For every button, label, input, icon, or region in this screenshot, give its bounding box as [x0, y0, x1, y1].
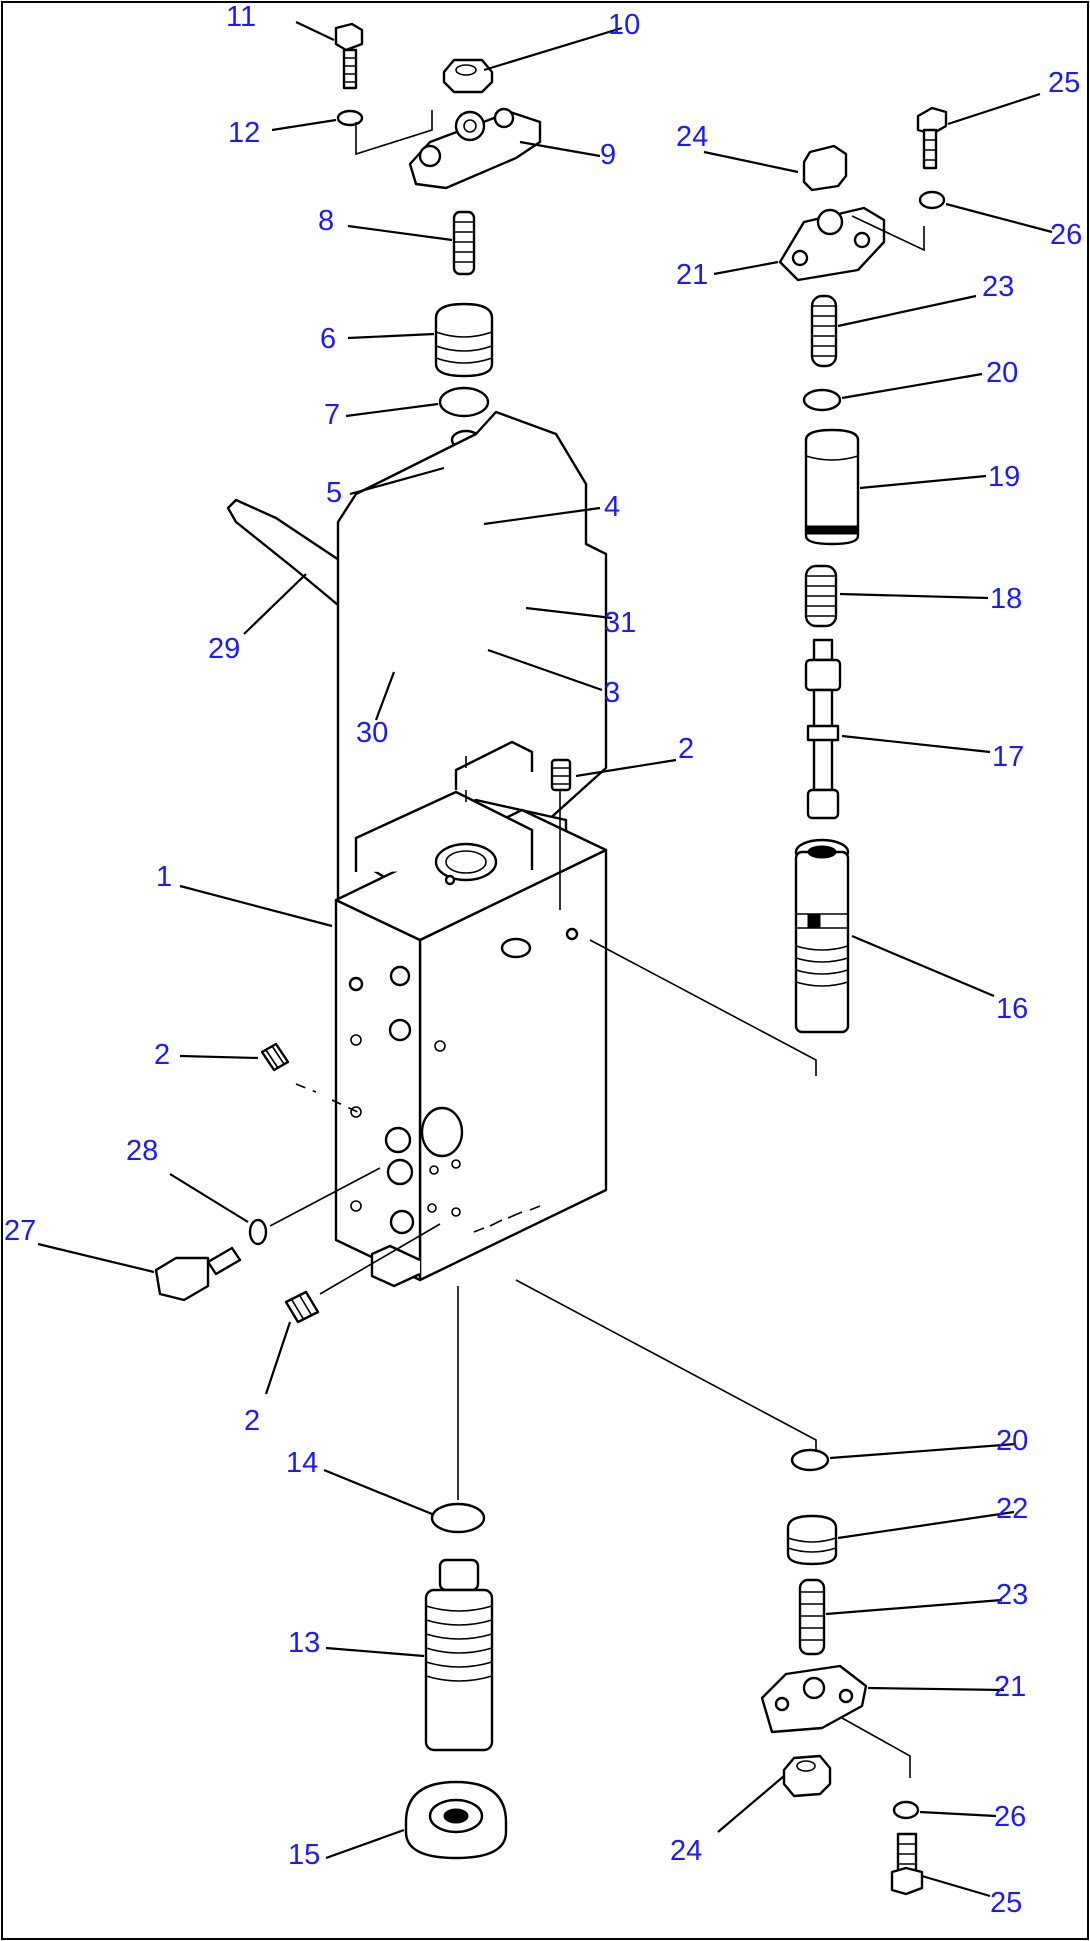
part-cover-plate-9: [408, 107, 542, 190]
part-cover-21-top: [778, 206, 925, 282]
callout-31: 31: [604, 607, 636, 639]
part-plug-27: [154, 1246, 242, 1302]
callout-20-top: 20: [986, 357, 1018, 389]
part-bolt-25-bottom: [890, 1832, 924, 1896]
part-nut-24-bottom: [782, 1754, 832, 1798]
part-valve-body-1: [334, 410, 608, 1288]
part-nut-15: [404, 1780, 508, 1860]
callout-21-top: 21: [676, 259, 708, 291]
callout-2-left: 2: [154, 1039, 170, 1071]
callout-25-bottom: 25: [990, 1887, 1022, 1919]
part-spool-17: [804, 638, 842, 820]
part-bolt-25-top: [916, 106, 948, 170]
callout-12: 12: [228, 117, 260, 149]
guide-line-right-bottom: [515, 1279, 817, 1452]
part-plug-2-top: [550, 758, 572, 792]
part-washer-26-bottom: [892, 1800, 920, 1820]
callout-11: 11: [226, 1, 256, 33]
part-bolt-11: [334, 22, 364, 90]
callout-21-bottom: 21: [994, 1671, 1026, 1703]
callout-1: 1: [156, 861, 172, 893]
callout-5: 5: [326, 477, 342, 509]
callout-17: 17: [992, 741, 1024, 773]
guide-line-left-plug: [295, 1083, 363, 1115]
callout-23-top: 23: [982, 271, 1014, 303]
part-spring-23-top: [810, 294, 838, 368]
callout-27: 27: [4, 1215, 36, 1247]
callout-10: 10: [608, 9, 640, 41]
callout-24-top: 24: [676, 121, 708, 153]
part-washer-26-top: [918, 190, 946, 210]
part-spring-23-bottom: [798, 1578, 826, 1656]
callout-4: 4: [604, 491, 620, 523]
callout-22: 22: [996, 1493, 1028, 1525]
part-o-ring-28: [248, 1218, 268, 1246]
part-sleeve-19: [804, 428, 860, 546]
part-o-ring-14: [430, 1502, 486, 1534]
part-o-ring-20-top: [802, 388, 842, 412]
callout-30: 30: [356, 717, 388, 749]
callout-13: 13: [288, 1627, 320, 1659]
callout-24-bottom: 24: [670, 1835, 702, 1867]
part-cover-21-bottom: [760, 1664, 911, 1778]
callout-6: 6: [320, 323, 336, 355]
part-piston-6: [434, 302, 494, 378]
callout-28: 28: [126, 1135, 158, 1167]
callout-16: 16: [996, 993, 1028, 1025]
callout-19: 19: [988, 461, 1020, 493]
callout-25-top: 25: [1048, 67, 1080, 99]
part-sleeve-16: [794, 838, 850, 1034]
part-o-ring-20-bottom: [790, 1448, 830, 1472]
callout-labels: 11 10 12 9 8 6 7 5 4 29 31 3 30 2 1 2 28…: [4, 1, 1082, 1919]
callout-2-top: 2: [678, 733, 694, 765]
part-o-ring-7: [438, 386, 490, 418]
callout-29: 29: [208, 633, 240, 665]
callout-14: 14: [286, 1447, 318, 1479]
part-spring-18: [804, 564, 838, 628]
guide-line-o-ring-28: [269, 1167, 381, 1227]
part-washer-12: [336, 109, 364, 127]
callout-26-bottom: 26: [994, 1801, 1026, 1833]
callout-2-lower: 2: [244, 1405, 260, 1437]
callout-7: 7: [324, 399, 340, 431]
callout-23-bottom: 23: [996, 1579, 1028, 1611]
callout-3: 3: [604, 677, 620, 709]
callout-9: 9: [600, 139, 616, 171]
callout-15: 15: [288, 1839, 320, 1871]
callout-18: 18: [990, 583, 1022, 615]
part-spring-8: [452, 210, 476, 276]
part-nut-24-top: [802, 144, 848, 192]
part-spool-13: [424, 1558, 494, 1752]
callout-8: 8: [318, 205, 334, 237]
callout-26-top: 26: [1050, 219, 1082, 251]
part-plug-2-lower: [284, 1290, 320, 1324]
part-piston-22: [786, 1514, 838, 1566]
part-plug-2-left: [260, 1042, 290, 1072]
guide-line-sleeve-16: [589, 939, 817, 1076]
guide-line-lower-plug: [319, 1223, 441, 1295]
callout-20-bottom: 20: [996, 1425, 1028, 1457]
part-nut-10: [442, 58, 494, 94]
leader-lines: [37, 21, 1053, 1898]
